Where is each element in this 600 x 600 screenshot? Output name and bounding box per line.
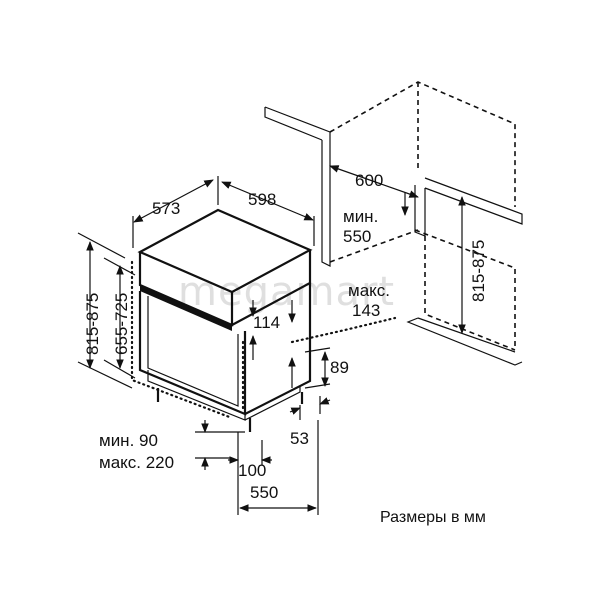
height-body-label: 655-725 [112,293,131,355]
plinth-min-label: мин. 90 [99,431,158,450]
niche-width-label: 600 [355,171,383,190]
min-depth-value: 550 [343,227,371,246]
bottom-depth-label: 550 [250,483,278,502]
units-caption: Размеры в мм [380,509,486,526]
width-top-line [221,181,314,221]
width-top-label: 598 [248,190,276,209]
plinth-max-label: макс. 220 [99,453,174,472]
watermark-text: megamart [178,269,395,315]
niche-height-label: 815-875 [469,240,488,302]
depth-top-label: 573 [152,199,180,218]
panel-max-label: макс. [348,281,390,300]
foot-offset-label: 53 [290,429,309,448]
depth-top-line [133,179,214,223]
min-depth-label: мин. [343,207,378,226]
dishwasher-body [130,208,397,432]
panel-max-value: 143 [352,301,380,320]
plinth-height-label: 89 [330,358,349,377]
niche-width-line [329,165,419,198]
height-total-label: 815-875 [83,293,102,355]
foot-depth-label: 100 [238,461,266,480]
niche-outline [264,81,523,366]
panel-gap-label: 114 [253,313,280,332]
